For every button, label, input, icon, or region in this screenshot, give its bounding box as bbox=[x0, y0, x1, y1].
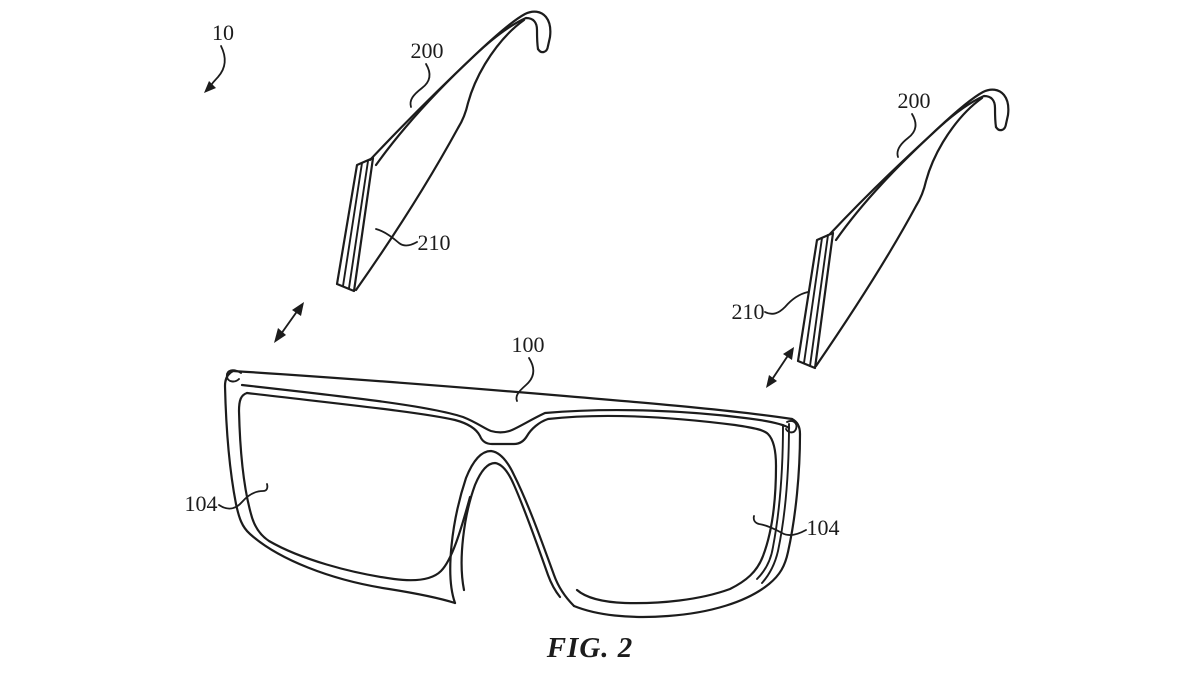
temple-right-trailing-edge bbox=[814, 96, 984, 368]
frame-endpiece-corner-detail bbox=[785, 420, 798, 434]
glasses-frame-drawing bbox=[223, 369, 802, 619]
ref-label-104-left: 104 bbox=[185, 491, 218, 516]
frame-outer-rim-left bbox=[223, 369, 457, 605]
temple-left-drawing bbox=[335, 10, 552, 293]
frame-outer-rim-right bbox=[572, 417, 802, 619]
detach-arrow-left-head-up bbox=[292, 302, 304, 316]
ref-arrowhead-10 bbox=[204, 81, 216, 93]
detach-arrow-left bbox=[274, 302, 304, 343]
ref-label-210-right: 210 bbox=[732, 299, 765, 324]
detach-arrow-right-head-down bbox=[766, 375, 777, 388]
leader-104-right bbox=[752, 515, 807, 537]
frame-nose-arch-outer bbox=[449, 449, 576, 608]
frame-left-lens-opening bbox=[237, 391, 472, 582]
reference-labels: 10 200 200 210 210 100 104 104 bbox=[185, 20, 931, 540]
detach-arrow-left-shaft bbox=[280, 309, 299, 335]
temple-right-attachment-layer-1 bbox=[803, 237, 823, 364]
frame-top-second-line bbox=[240, 383, 791, 434]
leader-10 bbox=[208, 45, 226, 89]
frame-endpiece-layer-2 bbox=[761, 423, 790, 584]
ref-label-10: 10 bbox=[212, 20, 234, 45]
ref-label-104-right: 104 bbox=[807, 515, 840, 540]
detach-arrow-left-head-down bbox=[274, 328, 286, 343]
temple-left-attachment-edge bbox=[335, 156, 375, 293]
temple-left-attachment-layer-1 bbox=[342, 162, 363, 287]
temple-left-attachment-layer-2 bbox=[348, 160, 369, 289]
leader-100 bbox=[515, 357, 535, 402]
frame-nose-arch-inner bbox=[460, 461, 562, 599]
ref-label-100: 100 bbox=[512, 332, 545, 357]
ref-label-200-left: 200 bbox=[411, 38, 444, 63]
figure-caption: FIG. 2 bbox=[546, 632, 634, 664]
temple-right-attachment-layer-2 bbox=[809, 234, 829, 367]
ref-label-200-right: 200 bbox=[898, 88, 931, 113]
frame-lens-top-line-and-right-lens bbox=[245, 391, 778, 605]
temple-left-top-edge-inner bbox=[374, 16, 540, 167]
ref-label-210-left: 210 bbox=[418, 230, 451, 255]
leader-210-left bbox=[375, 228, 418, 247]
leader-210-right bbox=[764, 291, 809, 315]
detach-arrow-right bbox=[766, 347, 794, 388]
leader-104-left bbox=[218, 483, 269, 510]
detach-arrow-right-shaft bbox=[770, 353, 790, 382]
leader-200-left bbox=[409, 63, 431, 108]
frame-top-outer-line bbox=[231, 369, 794, 421]
leader-200-right bbox=[896, 113, 917, 158]
temple-left-trailing-edge bbox=[354, 18, 526, 292]
frame-endpiece-layer-1 bbox=[756, 424, 784, 580]
detach-arrow-right-head-up bbox=[783, 347, 794, 360]
temple-right-drawing bbox=[796, 88, 1010, 370]
temple-right-top-edge-inner bbox=[834, 94, 998, 242]
